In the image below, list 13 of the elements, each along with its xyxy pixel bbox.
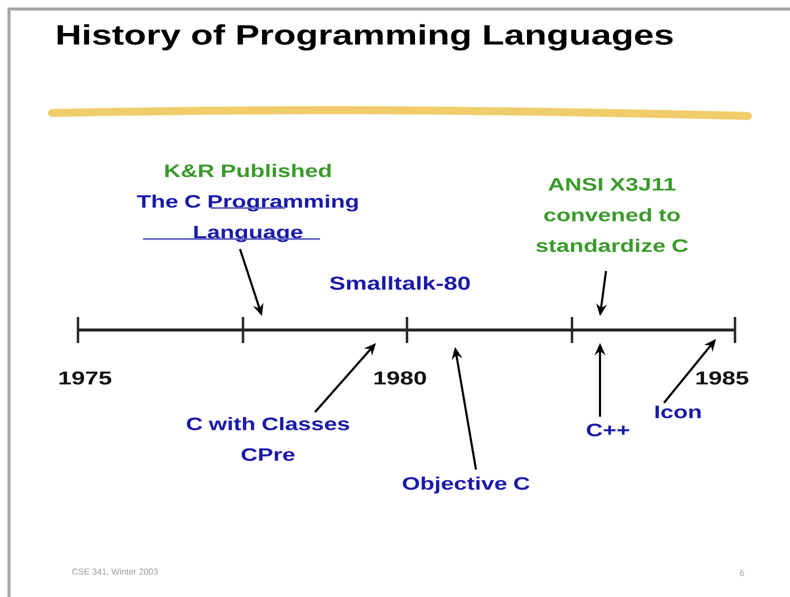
annotation-text: Objective C [402,476,530,494]
annotation-text: K&R Published The C Programming Language [136,164,358,242]
annotation-text: C++ [586,424,630,436]
year-label: 1985 [696,371,748,385]
footer-text: CSE 341, Winter 2003 [72,568,158,576]
annotation-text: Icon [656,406,701,418]
annotation-text: C with Classes CPre [186,417,350,461]
timeline-event-label: Smalltalk-80 [330,276,470,290]
year-label: 1975 [60,371,112,385]
page-number: 6 [740,570,744,576]
title: History of Programming Languages [58,24,673,50]
year-label: 1980 [374,371,426,385]
annotation-text: ANSI X3J11 convened to standardize C [536,178,688,252]
